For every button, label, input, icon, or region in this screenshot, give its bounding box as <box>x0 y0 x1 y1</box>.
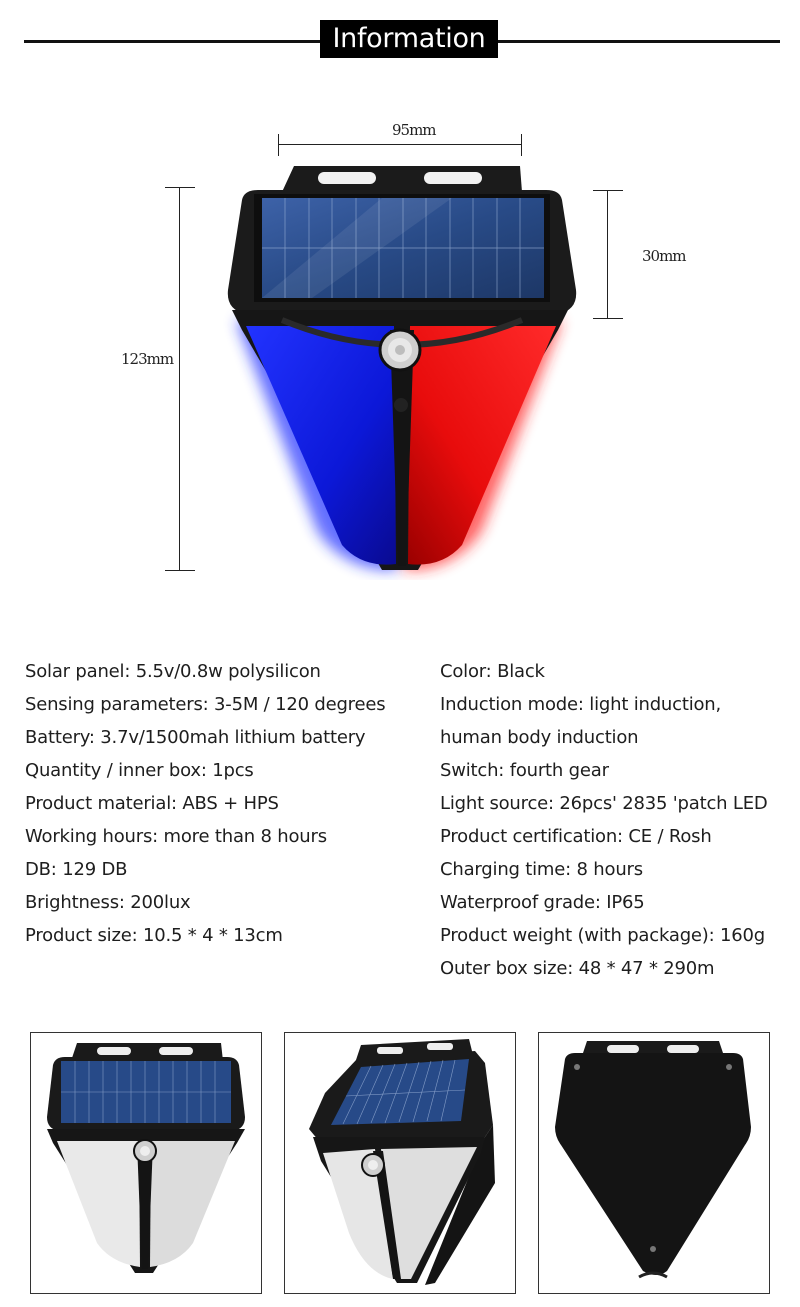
product-front-image <box>227 166 577 571</box>
product-back-thumbnail-image <box>555 1041 751 1279</box>
height-dimension-tick-top <box>165 187 195 188</box>
spec-db: DB: 129 DB <box>25 859 128 880</box>
spec-color: Color: Black <box>440 661 545 682</box>
spec-waterproof: Waterproof grade: IP65 <box>440 892 645 913</box>
depth-dimension-tick-top <box>593 190 623 191</box>
header-rule-right <box>498 40 780 43</box>
spec-switch: Switch: fourth gear <box>440 760 609 781</box>
spec-solar-panel: Solar panel: 5.5v/0.8w polysilicon <box>25 661 321 682</box>
thumbnail-back[interactable] <box>538 1032 770 1294</box>
depth-dimension-label: 30mm <box>642 247 687 265</box>
spec-weight: Product weight (with package): 160g <box>440 925 765 946</box>
depth-dimension-line <box>607 190 608 318</box>
height-dimension-tick-bottom <box>165 570 195 571</box>
spec-charging-time: Charging time: 8 hours <box>440 859 643 880</box>
height-dimension-label: 123mm <box>121 350 174 368</box>
spec-material: Product material: ABS + HPS <box>25 793 279 814</box>
spec-quantity: Quantity / inner box: 1pcs <box>25 760 254 781</box>
spec-product-size: Product size: 10.5 * 4 * 13cm <box>25 925 283 946</box>
spec-light-source: Light source: 26pcs' 2835 'patch LED <box>440 793 768 814</box>
thumbnail-front[interactable] <box>30 1032 262 1294</box>
width-dimension-line <box>278 144 522 145</box>
width-dimension-label: 95mm <box>392 121 437 139</box>
spec-sensing-parameters: Sensing parameters: 3-5M / 120 degrees <box>25 694 386 715</box>
header-rule-left <box>24 40 320 43</box>
spec-induction-mode-cont: human body induction <box>440 727 639 748</box>
spec-outer-box: Outer box size: 48 * 47 * 290m <box>440 958 715 979</box>
spec-brightness: Brightness: 200lux <box>25 892 191 913</box>
spec-induction-mode: Induction mode: light induction, <box>440 694 722 715</box>
product-angled-thumbnail-image <box>309 1039 495 1285</box>
product-front-thumbnail-image <box>47 1043 245 1273</box>
spec-battery: Battery: 3.7v/1500mah lithium battery <box>25 727 366 748</box>
width-dimension-tick-left <box>278 134 279 156</box>
thumbnail-angled[interactable] <box>284 1032 516 1294</box>
depth-dimension-tick-bottom <box>593 318 623 319</box>
specs-right-column: Color: Black Induction mode: light induc… <box>440 655 768 985</box>
specs-left-column: Solar panel: 5.5v/0.8w polysilicon Sensi… <box>25 655 386 952</box>
page-title: Information <box>320 20 498 58</box>
spec-certification: Product certification: CE / Rosh <box>440 826 712 847</box>
width-dimension-tick-right <box>521 134 522 156</box>
height-dimension-line <box>179 187 180 571</box>
spec-working-hours: Working hours: more than 8 hours <box>25 826 327 847</box>
